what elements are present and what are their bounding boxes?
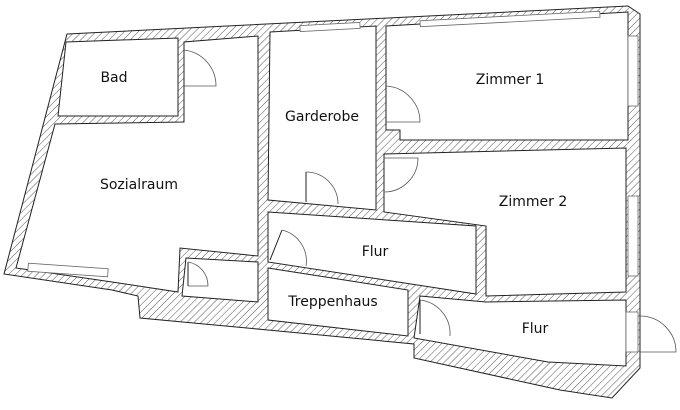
door-zimmer2 xyxy=(383,157,419,193)
window-right-zimmer2 xyxy=(627,195,639,277)
window-right-zimmer1 xyxy=(627,35,639,107)
room-bad-floor xyxy=(57,37,179,117)
door-garderobe xyxy=(305,171,339,205)
room-treppenhaus-floor xyxy=(267,267,409,337)
label-treppenhaus: Treppenhaus xyxy=(287,294,377,310)
door-bad xyxy=(183,49,217,87)
label-flur-lower: Flur xyxy=(522,321,549,337)
room-wc-floor xyxy=(181,257,259,303)
room-zimmer2-floor xyxy=(383,147,627,297)
door-flur-upper xyxy=(269,229,307,267)
window-top-zimmer1 xyxy=(419,10,601,28)
label-sozialraum: Sozialraum xyxy=(100,177,178,193)
room-flur-lower-floor xyxy=(413,295,627,367)
door-exit xyxy=(639,315,677,353)
door-zimmer1 xyxy=(385,85,421,123)
label-zimmer2: Zimmer 2 xyxy=(499,194,567,210)
room-flur-upper-floor xyxy=(267,211,477,295)
room-zimmer1-floor xyxy=(385,11,629,141)
window-left xyxy=(27,262,109,278)
door-flur-lower xyxy=(419,299,451,337)
label-bad: Bad xyxy=(100,70,127,86)
label-zimmer1: Zimmer 1 xyxy=(476,72,544,88)
door-wc xyxy=(187,261,209,287)
label-garderobe: Garderobe xyxy=(285,109,359,125)
window-top-garderobe xyxy=(299,22,361,32)
window-right-flur xyxy=(625,311,639,353)
label-flur-upper: Flur xyxy=(362,244,389,260)
